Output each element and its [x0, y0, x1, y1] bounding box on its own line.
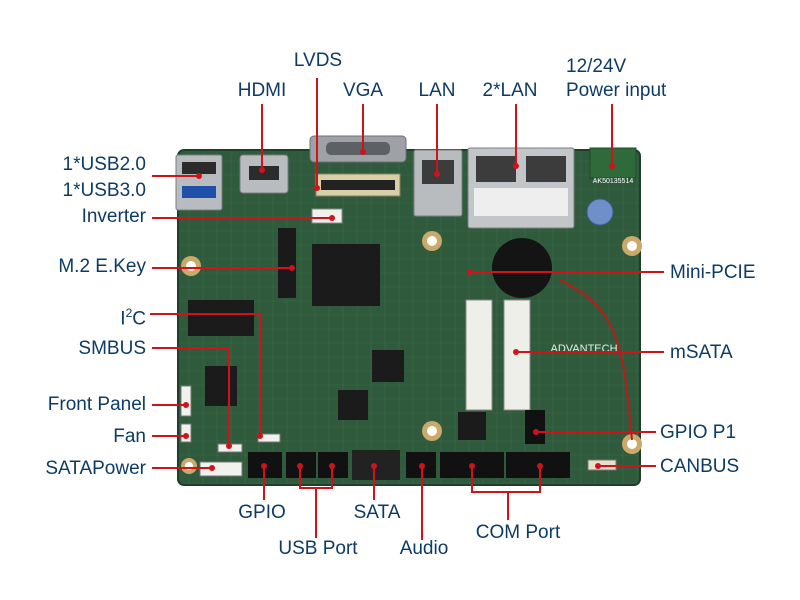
label-dual-lan: 2*LAN	[482, 80, 538, 101]
label-gpio-p1: GPIO P1	[660, 422, 737, 443]
bottom-headers	[248, 450, 570, 480]
board-brand-marking: ADVANTECH	[550, 343, 617, 355]
label-lan: LAN	[418, 80, 456, 101]
leader-dots	[183, 149, 615, 471]
rtc-battery	[492, 238, 552, 298]
memory-chip-2	[205, 366, 237, 406]
leader-lines	[150, 78, 664, 540]
label-i2c: I2C	[120, 306, 146, 330]
label-lvds: LVDS	[293, 50, 343, 71]
msata-slot	[503, 299, 531, 411]
label-usb-port: USB Port	[278, 538, 358, 559]
label-fan: Fan	[113, 426, 146, 447]
label-sata: SATA	[353, 502, 401, 523]
gpio-p1-header	[525, 410, 545, 444]
label-msata: mSATA	[670, 342, 733, 363]
label-front-panel: Front Panel	[47, 394, 146, 415]
controller-chip-2	[338, 390, 368, 420]
label-com-port: COM Port	[475, 522, 561, 543]
label-audio: Audio	[399, 538, 449, 559]
label-power-voltage: 12/24V	[566, 56, 627, 77]
label-smbus: SMBUS	[78, 338, 146, 359]
controller-chip-3	[458, 412, 486, 440]
label-inverter: Inverter	[81, 206, 146, 227]
label-mini-pcie: Mini-PCIE	[670, 262, 756, 283]
label-hdmi: HDMI	[237, 80, 287, 101]
label-usb2: 1*USB2.0	[62, 154, 146, 175]
inverter-connector	[311, 208, 343, 224]
label-sata-power: SATAPower	[45, 458, 146, 479]
capacitor	[586, 198, 614, 226]
front-panel-connector	[180, 385, 192, 417]
board-serial-marking: AK50135514	[593, 178, 634, 185]
m2-slot	[278, 228, 296, 298]
controller-chip	[372, 350, 404, 382]
cpu-chip	[312, 244, 380, 306]
label-m2-ekey: M.2 E.Key	[58, 256, 146, 277]
memory-chip	[188, 300, 254, 336]
label-gpio: GPIO	[238, 502, 286, 523]
label-power-input: Power input	[566, 80, 667, 101]
minipcie-slot	[465, 299, 493, 411]
label-vga: VGA	[342, 80, 384, 101]
label-canbus: CANBUS	[660, 456, 740, 477]
label-usb3: 1*USB3.0	[62, 180, 146, 201]
